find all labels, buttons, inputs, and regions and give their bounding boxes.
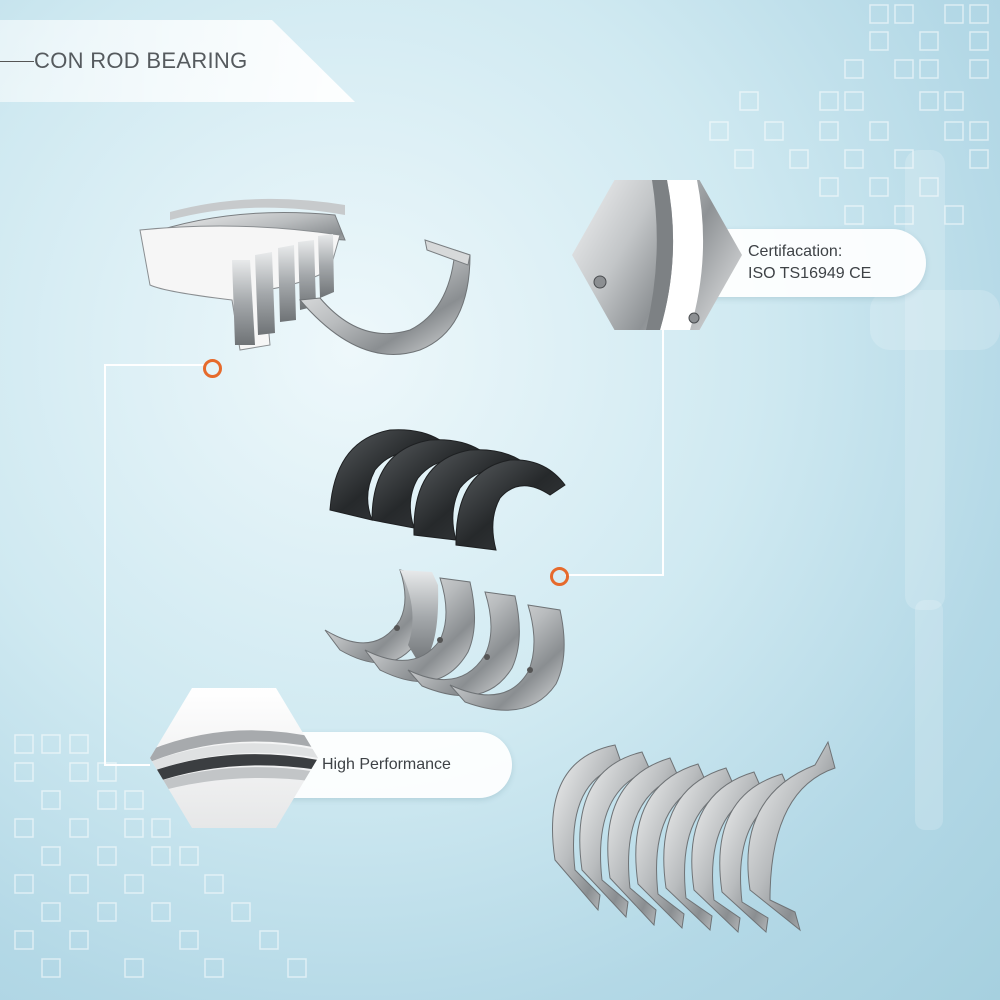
marker-ring-middle <box>550 567 569 586</box>
bearing-layers-icon <box>150 730 318 794</box>
certification-value: ISO TS16949 CE <box>748 265 872 282</box>
title-rule <box>0 61 34 62</box>
grid-squares-bottom-left <box>14 734 307 978</box>
performance-label: High Performance <box>322 756 451 773</box>
certification-label: Certifacation: <box>748 243 843 260</box>
bearing-closeup-icon <box>593 180 704 330</box>
marker-ring-top <box>203 359 222 378</box>
grid-squares-top-right <box>709 4 989 225</box>
connector-lines <box>104 330 664 766</box>
page-title: CON ROD BEARING <box>34 48 248 73</box>
